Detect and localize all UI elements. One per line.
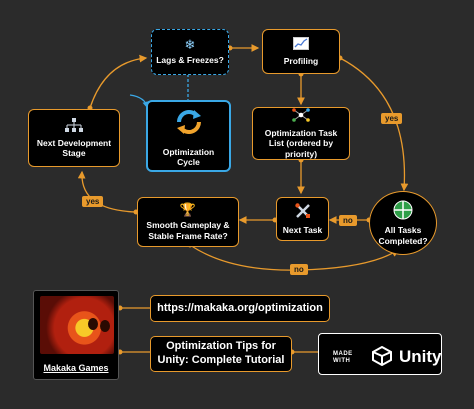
node-lags-freezes: ❄ Lags & Freezes? [151,29,229,75]
makaka-games-thumbnail[interactable]: Makaka Games [33,290,119,380]
node-smooth-gameplay: 🏆 Smooth Gameplay & Stable Frame Rate? [137,197,239,247]
nodes-icon [292,108,310,124]
tutorial-link[interactable]: Optimization Tips for Unity: Complete Tu… [150,336,292,372]
node-next-development-stage: Next Development Stage [28,109,120,167]
node-label: Lags & Freezes? [156,55,224,66]
edge-label-yes-left: yes [82,196,104,207]
cycle-arrows-icon [172,105,206,141]
node-all-tasks-completed: All Tasks Completed? [369,191,437,255]
url-text: https://makaka.org/optimization [157,301,323,314]
node-label: Profiling [283,55,319,66]
node-label: Smooth Gameplay & Stable Frame Rate? [146,220,230,241]
badge-brand: Unity [399,347,442,366]
network-icon [65,117,83,134]
node-next-task: Next Task [276,197,329,241]
edge-label-no-next-task: no [339,215,357,226]
edge-profiling-alltasks [339,57,409,192]
snowflake-icon: ❄ [184,37,196,53]
tutorial-text: Optimization Tips for Unity: Complete Tu… [157,340,285,366]
tools-icon [294,203,311,221]
edge-label-yes-right: yes [381,113,403,124]
node-label: Next Task [282,224,323,235]
url-link[interactable]: https://makaka.org/optimization [150,295,330,322]
node-label: Optimization Cycle [162,146,215,167]
edge-label-no-bottom: no [290,264,308,275]
unity-logo-icon [372,346,392,366]
crosshair-icon [393,200,413,222]
node-label: All Tasks Completed? [378,225,428,246]
trophy-icon: 🏆 [179,202,197,218]
makaka-games-link[interactable]: Makaka Games [43,363,109,373]
graph-icon [293,36,309,52]
edge-nextdev-lags [89,54,148,109]
node-label: Optimization Task List (ordered by prior… [264,128,338,159]
node-optimization-cycle: Optimization Cycle [146,100,231,172]
node-optimization-task-list: Optimization Task List (ordered by prior… [252,107,350,160]
node-label: Next Development Stage [36,137,112,158]
mascot-image [40,296,114,354]
node-profiling: Profiling [262,29,340,74]
